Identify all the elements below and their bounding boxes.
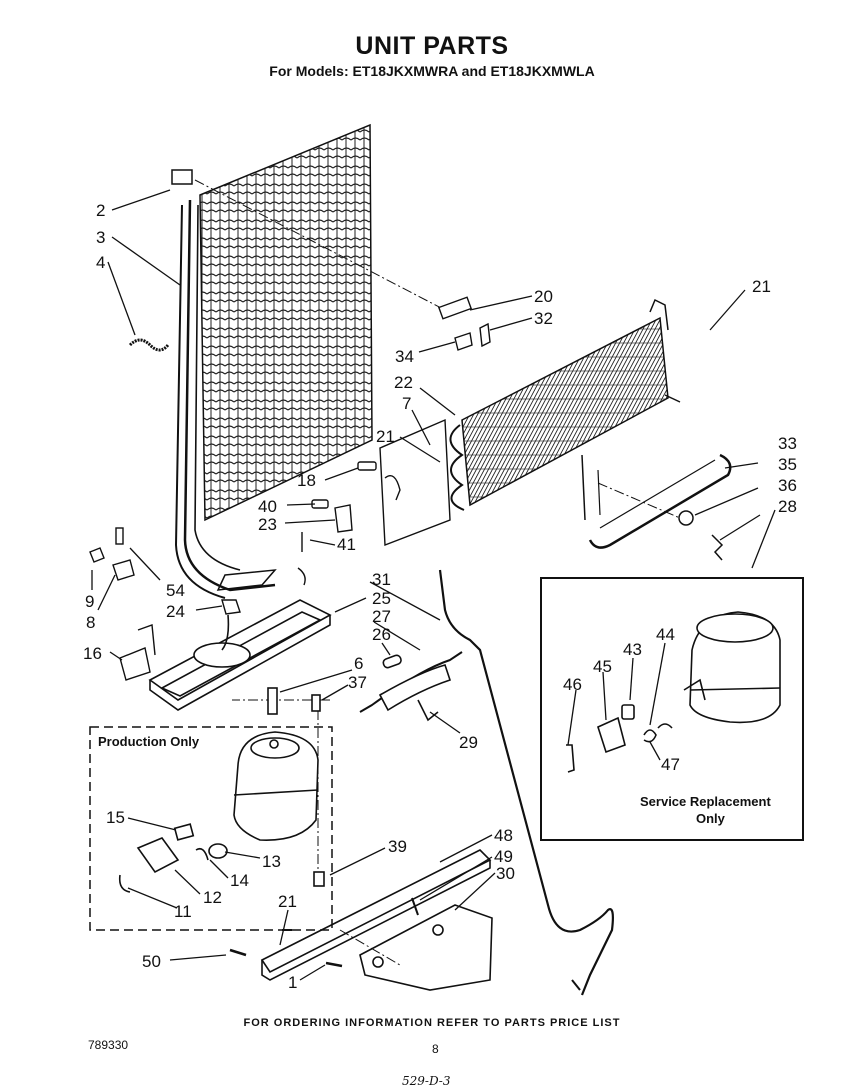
part-2-shape [171, 169, 193, 185]
handwritten-code: 529-D-3 [402, 1074, 451, 1088]
callout-1: 1 [288, 973, 297, 992]
callout-21: 21 [278, 892, 297, 911]
callout-33: 33 [778, 434, 797, 453]
page-title: UNIT PARTS [355, 32, 509, 60]
callout-46: 46 [563, 675, 582, 694]
document-number: 789330 [88, 1038, 129, 1052]
callout-23: 23 [258, 515, 277, 534]
callout-27: 27 [372, 607, 391, 626]
drier-and-tubing [267, 569, 614, 996]
hardware [89, 296, 491, 681]
callout-44: 44 [656, 625, 675, 644]
condenser-grid [171, 123, 373, 599]
production-only-label: Production Only [98, 734, 200, 749]
drain-pan [148, 599, 332, 711]
callout-6: 6 [354, 654, 363, 673]
callout-49: 49 [494, 847, 513, 866]
callout-25: 25 [372, 589, 391, 608]
callout-54: 54 [166, 581, 185, 600]
callout-45: 45 [593, 657, 612, 676]
production-compressor [118, 731, 319, 893]
callout-22: 22 [394, 373, 413, 392]
callout-34: 34 [395, 347, 414, 366]
part-35-shape [678, 510, 694, 526]
callout-35: 35 [778, 455, 797, 474]
callout-28: 28 [778, 497, 797, 516]
page-number: 8 [432, 1042, 439, 1056]
callout-47: 47 [661, 755, 680, 774]
callout-3: 3 [96, 228, 105, 247]
callout-13: 13 [262, 852, 281, 871]
callout-37: 37 [348, 673, 367, 692]
callout-30: 30 [496, 864, 515, 883]
callout-16: 16 [83, 644, 102, 663]
callout-41: 41 [337, 535, 356, 554]
callout-14: 14 [230, 871, 249, 890]
callout-24: 24 [166, 602, 185, 621]
base-plate [229, 849, 493, 991]
center-lines [194, 179, 681, 966]
callout-36: 36 [778, 476, 797, 495]
callout-9: 9 [85, 592, 94, 611]
callout-40: 40 [258, 497, 277, 516]
callout-31: 31 [372, 570, 391, 589]
callout-21: 21 [752, 277, 771, 296]
callout-4: 4 [96, 253, 105, 272]
leader-lines [91, 189, 776, 981]
page-subtitle: For Models: ET18JKXMWRA and ET18JKXMWLA [269, 63, 595, 79]
service-replacement-box [540, 577, 804, 841]
callout-12: 12 [203, 888, 222, 907]
callout-20: 20 [534, 287, 553, 306]
callout-labels: 2 3 4 20 32 21 34 22 7 21 18 33 35 36 28… [83, 201, 797, 992]
callout-50: 50 [142, 952, 161, 971]
callout-43: 43 [623, 640, 642, 659]
callout-7: 7 [402, 394, 411, 413]
callout-21: 21 [376, 427, 395, 446]
callout-18: 18 [297, 471, 316, 490]
service-replacement-label-1: Service Replacement [640, 794, 771, 809]
service-compressor [566, 611, 781, 773]
callout-29: 29 [459, 733, 478, 752]
callout-32: 32 [534, 309, 553, 328]
callout-26: 26 [372, 625, 391, 644]
callout-39: 39 [388, 837, 407, 856]
evaporator-coil [449, 298, 732, 561]
callout-15: 15 [106, 808, 125, 827]
callout-2: 2 [96, 201, 105, 220]
callout-11: 11 [174, 902, 192, 921]
service-replacement-label-2: Only [696, 811, 726, 826]
ordering-note: FOR ORDERING INFORMATION REFER TO PARTS … [243, 1017, 621, 1029]
callout-8: 8 [86, 613, 95, 632]
production-only-box [89, 726, 333, 931]
callout-48: 48 [494, 826, 513, 845]
